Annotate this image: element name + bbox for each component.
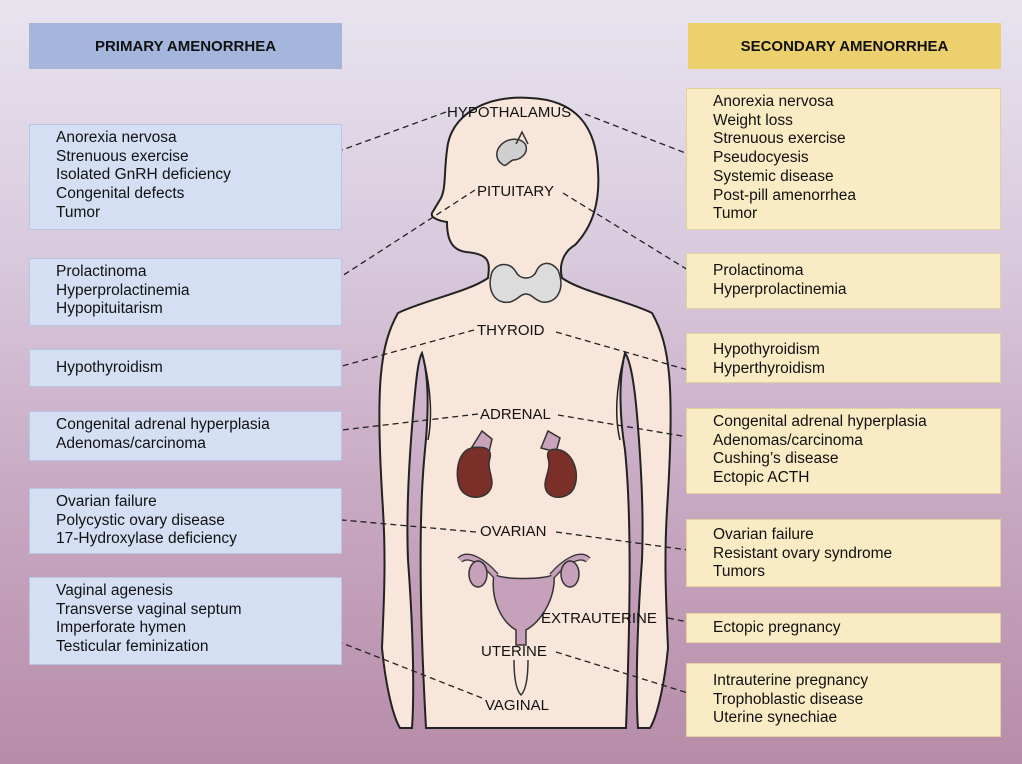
list-item: Uterine synechiae <box>713 709 838 727</box>
list-item: Congenital adrenal hyperplasia <box>713 413 927 430</box>
list-item: Ectopic pregnancy <box>713 619 841 636</box>
primary-header: PRIMARY AMENORRHEA <box>29 23 342 69</box>
fallopian-tube-left-fill <box>458 554 498 578</box>
secondary-header: SECONDARY AMENORRHEA <box>688 23 1001 69</box>
list-item: Vaginal agenesis <box>56 582 173 599</box>
organ-label-vaginal: VAGINAL <box>485 697 549 714</box>
arm-inner-line-left <box>421 352 432 441</box>
fallopian-tube-right-fill <box>550 554 590 578</box>
primary-thyroid-box: Hypothyroidism <box>29 349 342 387</box>
connector-pituitary-secondary <box>562 192 689 271</box>
organ-label-hypothalamus: HYPOTHALAMUS <box>447 104 572 121</box>
list-item: Hypothyroidism <box>713 341 820 358</box>
primary-ovarian-box: Ovarian failure Polycystic ovary disease… <box>29 488 342 554</box>
list-item: 17-Hydroxylase deficiency <box>56 530 237 548</box>
secondary-extrauterine-box: Ectopic pregnancy <box>686 613 1001 643</box>
list-item: Tumor <box>56 203 101 221</box>
list-item: Isolated GnRH deficiency <box>56 166 231 184</box>
list-item: Prolactinoma <box>713 262 804 279</box>
organ-label-uterine: UTERINE <box>481 643 547 660</box>
list-item: Congenital adrenal hyperplasia <box>56 416 270 433</box>
list-item: Adenomas/carcinoma <box>713 431 863 449</box>
list-item: Anorexia nervosa <box>56 129 177 146</box>
connector-ovarian-primary <box>341 519 477 533</box>
secondary-ovarian-box: Ovarian failure Resistant ovary syndrome… <box>686 519 1001 587</box>
list-item: Anorexia nervosa <box>713 93 834 110</box>
organ-label-ovarian: OVARIAN <box>480 523 547 540</box>
connector-vaginal-primary <box>341 642 483 699</box>
secondary-adrenal-box: Congenital adrenal hyperplasia Adenomas/… <box>686 408 1001 494</box>
list-item: Hypopituitarism <box>56 300 163 318</box>
connector-lines <box>341 111 689 699</box>
body-silhouette <box>378 96 672 729</box>
organ-label-thyroid: THYROID <box>477 322 545 339</box>
list-item: Intrauterine pregnancy <box>713 672 869 689</box>
list-item: Cushing’s disease <box>713 450 839 468</box>
connector-hypothalamus-primary <box>341 111 447 151</box>
list-item: Ovarian failure <box>713 526 814 543</box>
connector-thyroid-secondary <box>555 331 689 371</box>
uterus-shape <box>492 572 555 646</box>
list-item: Resistant ovary syndrome <box>713 544 893 562</box>
connector-adrenal-secondary <box>557 414 689 438</box>
list-item: Imperforate hymen <box>56 619 187 637</box>
kidney-left <box>456 446 493 498</box>
organ-label-extrauterine: EXTRAUTERINE <box>541 610 657 627</box>
list-item: Hyperthyroidism <box>713 359 825 377</box>
list-item: Prolactinoma <box>56 263 147 280</box>
hypothalamus-shape <box>496 138 528 167</box>
list-item: Systemic disease <box>713 167 834 185</box>
thyroid-shape <box>489 262 562 304</box>
organ-label-adrenal: ADRENAL <box>480 406 551 423</box>
list-item: Ovarian failure <box>56 493 157 510</box>
list-item: Trophoblastic disease <box>713 690 864 708</box>
connector-pituitary-primary <box>341 189 476 277</box>
list-item: Pseudocyesis <box>713 149 809 167</box>
list-item: Weight loss <box>713 111 793 129</box>
list-item: Adenomas/carcinoma <box>56 434 206 452</box>
list-item: Ectopic ACTH <box>713 469 810 487</box>
list-item: Hyperprolactinemia <box>56 281 190 299</box>
list-item: Congenital defects <box>56 185 185 203</box>
pituitary-stalk <box>515 130 529 145</box>
primary-hypothalamus-box: Anorexia nervosa Strenuous exercise Isol… <box>29 124 342 230</box>
list-item: Testicular feminization <box>56 638 209 656</box>
connector-uterine-secondary <box>555 651 689 694</box>
secondary-pituitary-box: Prolactinoma Hyperprolactinemia <box>686 253 1001 309</box>
vagina-shape <box>513 659 529 697</box>
list-item: Post-pill amenorrhea <box>713 186 857 204</box>
list-item: Hypothyroidism <box>56 359 163 376</box>
list-item: Tumors <box>713 563 765 581</box>
list-item: Strenuous exercise <box>713 130 846 148</box>
secondary-uterine-box: Intrauterine pregnancy Trophoblastic dis… <box>686 663 1001 737</box>
primary-pituitary-box: Prolactinoma Hyperprolactinemia Hypopitu… <box>29 258 342 326</box>
arm-inner-line-right <box>615 352 626 441</box>
list-item: Transverse vaginal septum <box>56 600 242 618</box>
ovary-right <box>560 560 580 588</box>
secondary-thyroid-box: Hypothyroidism Hyperthyroidism <box>686 333 1001 383</box>
connector-ovarian-secondary <box>555 531 689 551</box>
connector-hypothalamus-secondary <box>584 113 689 155</box>
list-item: Hyperprolactinemia <box>713 280 847 298</box>
list-item: Strenuous exercise <box>56 147 189 165</box>
organ-label-pituitary: PITUITARY <box>477 183 554 200</box>
ovary-left <box>468 560 488 588</box>
kidney-right <box>544 448 578 498</box>
connector-adrenal-primary <box>341 413 479 431</box>
secondary-hypothalamus-box: Anorexia nervosa Weight loss Strenuous e… <box>686 88 1001 230</box>
primary-vaginal-box: Vaginal agenesis Transverse vaginal sept… <box>29 577 342 665</box>
connector-thyroid-primary <box>341 329 475 367</box>
connector-extrauterine-secondary <box>667 617 689 623</box>
list-item: Polycystic ovary disease <box>56 511 225 529</box>
list-item: Tumor <box>713 205 758 223</box>
primary-adrenal-box: Congenital adrenal hyperplasia Adenomas/… <box>29 411 342 461</box>
